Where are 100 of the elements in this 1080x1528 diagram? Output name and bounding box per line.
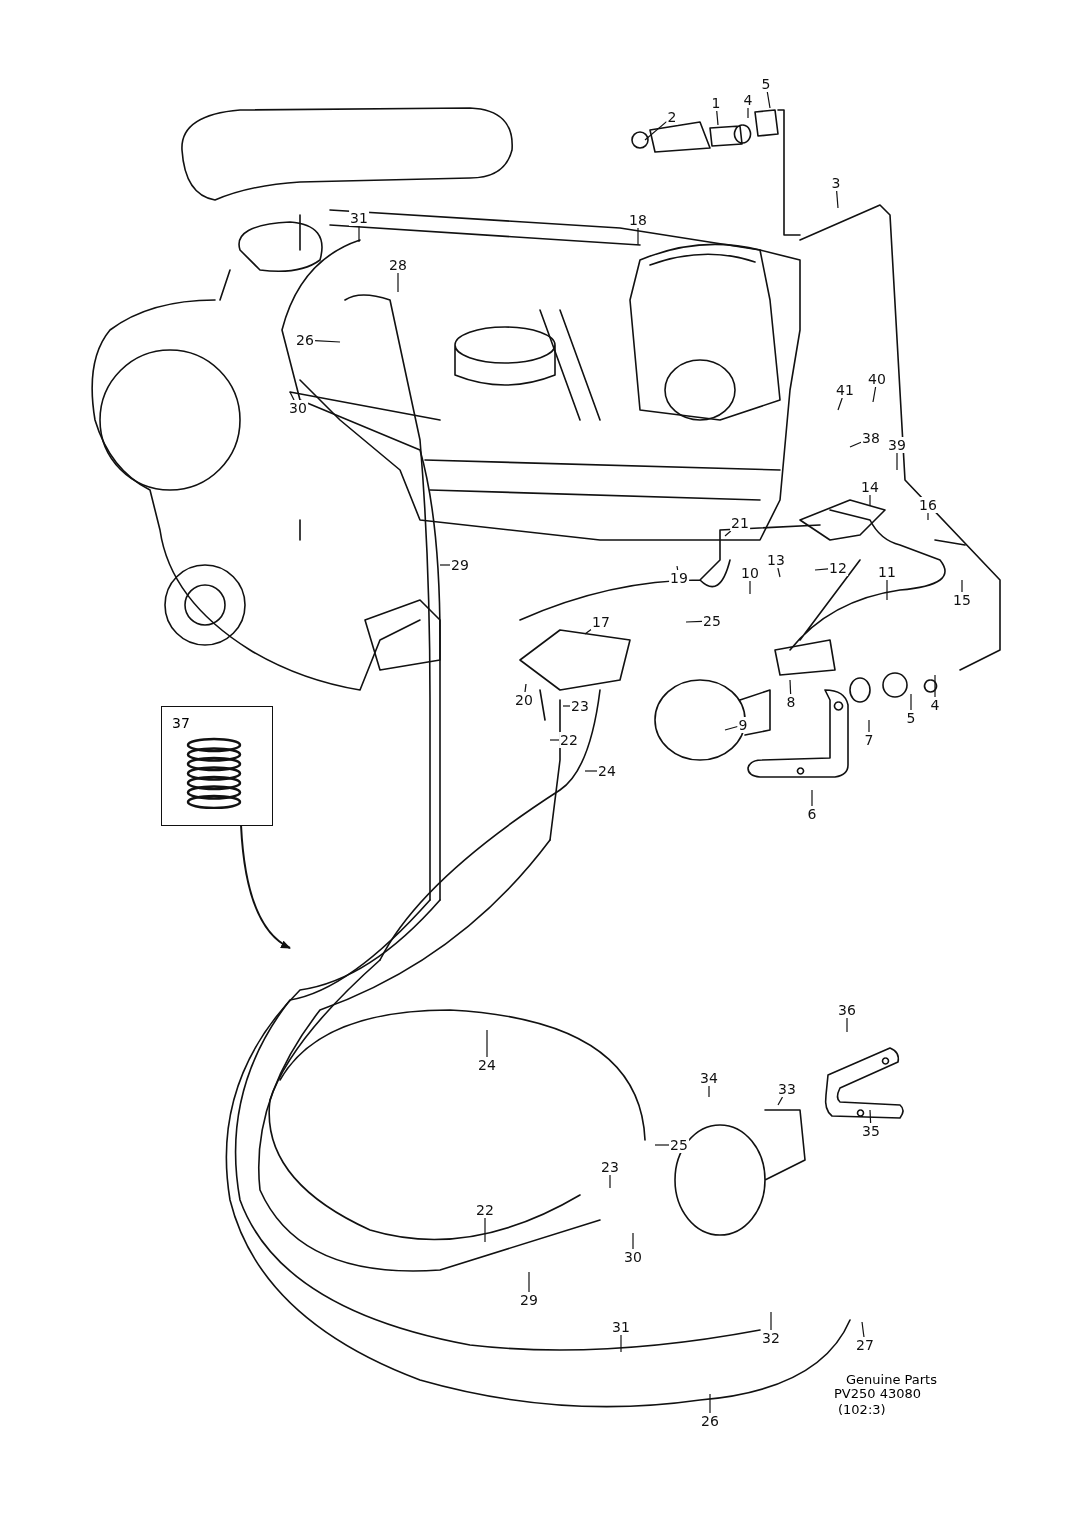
callout-number: 10 [740,565,760,581]
callout-number: 19 [669,570,689,586]
leader-line [609,1174,611,1189]
callout-number: 26 [700,1413,720,1429]
callout-number: 15 [952,592,972,608]
callout-number: 3 [830,175,842,191]
callout-number: 16 [918,497,938,513]
callout-number: 27 [855,1337,875,1353]
callout-number: 22 [559,732,579,748]
callout-number: 5 [760,76,772,92]
callout-number: 4 [929,697,941,713]
leader-line [724,725,739,731]
callout-number: 31 [611,1319,631,1335]
leader-line [934,674,936,698]
callout-number: 40 [867,371,887,387]
leader-line [644,121,668,141]
callout-number: 2 [666,109,678,125]
callout-number: 23 [570,698,590,714]
callout-number: 20 [514,692,534,708]
part-reference: PV250 43080 [834,1386,922,1401]
leader-line [528,1271,530,1293]
callout-number: 41 [835,382,855,398]
callout-number: 36 [837,1002,857,1018]
leader-line [486,1029,488,1058]
leader-line [868,719,870,733]
leader-line [654,1144,670,1146]
callout-number: 33 [777,1081,797,1097]
leader-line [716,110,719,126]
leader-line [814,568,829,571]
leader-line [314,339,341,343]
leader-line [289,391,295,401]
leader-line [872,386,877,403]
callout-number: 7 [863,732,875,748]
callout-number: 6 [806,806,818,822]
leader-line [846,1017,848,1033]
callout-number: 26 [295,332,315,348]
leader-line [777,567,781,578]
leader-line [708,1085,710,1098]
callout-number: 13 [766,552,786,568]
arrow [240,825,291,949]
callout-number: 5 [905,710,917,726]
leader-line [637,227,639,246]
callout-number: 24 [597,763,617,779]
leader-line [886,579,888,601]
callout-number: 29 [519,1292,539,1308]
leader-line [397,272,399,293]
leader-line [869,1109,872,1124]
part-reference: (102:3) [838,1402,886,1417]
callout-number: 1 [710,95,722,111]
leader-line [524,683,527,693]
callout-number: 34 [699,1070,719,1086]
callout-number: 31 [349,210,369,226]
leader-line [747,107,749,119]
leader-line [632,1232,634,1250]
callout-number: 22 [475,1202,495,1218]
callout-number: 21 [730,515,750,531]
callout-number: 30 [288,400,308,416]
footer-note: Genuine Parts [846,1372,937,1387]
callout-number: 23 [600,1159,620,1175]
callout-number: 12 [828,560,848,576]
callout-number: 38 [861,430,881,446]
callout-number: 18 [628,212,648,228]
leader-line [927,512,929,521]
leader-line [849,441,862,448]
callout-number: 35 [861,1123,881,1139]
leader-line [910,693,912,711]
leader-line [685,620,703,623]
leader-line [584,770,598,772]
leader-line [439,564,451,566]
callout-number: 37 [172,715,190,731]
callout-number: 39 [887,437,907,453]
leader-line [358,225,360,243]
callout-number: 25 [702,613,722,629]
leader-line [896,452,898,471]
leader-line [961,579,963,593]
leader-line [789,679,792,695]
callout-number: 17 [591,614,611,630]
inset-box [161,706,273,826]
leader-line [836,190,839,209]
leader-line [484,1217,486,1243]
leader-line [749,580,751,595]
leader-line [620,1334,622,1353]
callout-number: 4 [742,92,754,108]
leader-line [709,1393,711,1414]
callout-number: 32 [761,1330,781,1346]
leader-line [869,494,871,507]
callout-number: 29 [450,557,470,573]
leader-line [861,1321,865,1338]
callout-number: 30 [623,1249,643,1265]
callout-number: 9 [737,717,749,733]
leader-line [770,1311,772,1331]
leader-line [562,705,571,707]
leader-line [766,91,771,109]
callout-number: 11 [877,564,897,580]
leader-line [811,789,813,807]
callout-number: 14 [860,479,880,495]
callout-number: 8 [785,694,797,710]
leader-line [676,565,679,571]
callout-number: 25 [669,1137,689,1153]
leader-line [584,628,592,635]
